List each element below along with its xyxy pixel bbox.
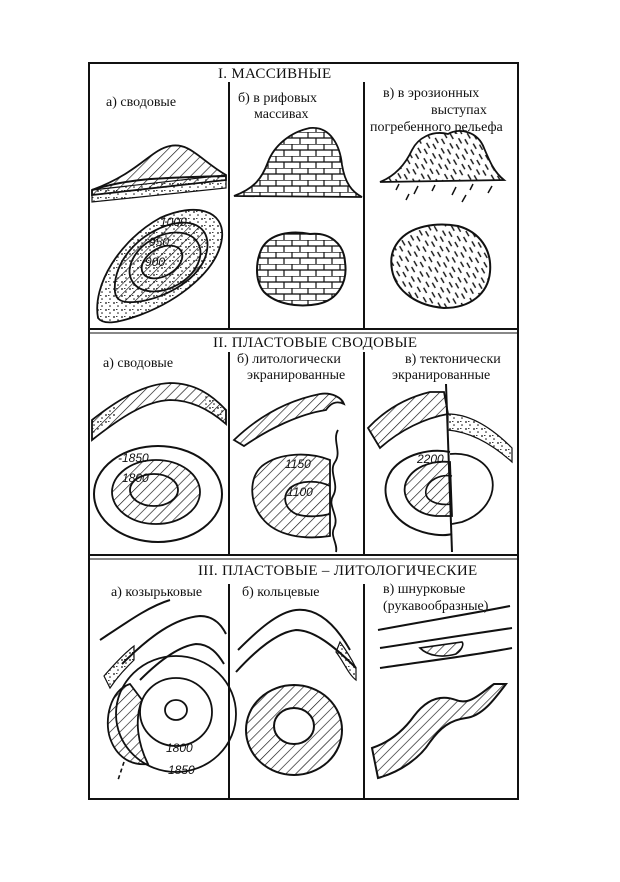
panel-1a-map: 1000 950 900 xyxy=(96,209,223,324)
section-3-title: III. ПЛАСТОВЫЕ – ЛИТОЛОГИЧЕСКИЕ xyxy=(198,563,478,579)
panel-2c-section xyxy=(366,383,513,553)
contour-label: 900 xyxy=(145,255,165,269)
panel-3c-map xyxy=(370,683,509,780)
panel-2b-section xyxy=(232,392,346,448)
panel-1b-label-line-2: массивах xyxy=(254,107,309,122)
section-2-title: II. ПЛАСТОВЫЕ СВОДОВЫЕ xyxy=(213,335,418,351)
panel-1c-label-line-2: выступах xyxy=(431,103,487,118)
contour-label: 1800 xyxy=(166,741,193,755)
panel-3c-label-line-2: (рукавообразные) xyxy=(383,599,489,614)
panel-2b-map: 1150 1100 xyxy=(251,429,339,553)
panel-2a-map: -1850 1800 xyxy=(93,445,223,543)
panel-1c-label-line-1: в) в эрозионных xyxy=(383,86,480,101)
panel-1c-label-line-3: погребенного рельефа xyxy=(370,120,503,135)
contour-label: 1800 xyxy=(122,471,149,485)
contour-label: 2200 xyxy=(416,452,444,466)
panel-1a-label: а) сводовые xyxy=(106,95,177,110)
contour-label: 1150 xyxy=(285,457,311,471)
panel-2c-map: 2200 xyxy=(384,449,494,537)
contour-label: 1100 xyxy=(287,485,313,499)
panel-1c-section xyxy=(379,130,507,203)
panel-1b-label-line-1: б) в рифовых xyxy=(238,91,317,106)
panel-3a-map: 1800 1850 xyxy=(106,655,237,781)
panel-3a-section xyxy=(99,599,227,690)
panel-2c-label-line-2: экранированные xyxy=(392,368,491,383)
contour-label: 1000 xyxy=(160,215,187,229)
panel-2a-section xyxy=(91,382,227,442)
contour-label: 1850 xyxy=(168,763,195,777)
panel-1b-map xyxy=(256,231,347,307)
panel-3c-section xyxy=(377,605,513,669)
panel-1b-section xyxy=(233,127,363,198)
panel-1c-map xyxy=(390,223,492,310)
panel-2c-label-line-1: в) тектонически xyxy=(405,352,501,367)
frame xyxy=(88,62,519,800)
panel-2b-label-line-1: б) литологически xyxy=(237,352,341,367)
panel-3b-label: б) кольцевые xyxy=(242,585,320,600)
panel-3b-map xyxy=(244,684,344,776)
panel-3a-label: а) козырьковые xyxy=(111,585,203,600)
section-1-title: I. МАССИВНЫЕ xyxy=(218,66,332,82)
contour-label: -1850 xyxy=(118,451,149,465)
panel-3b-section xyxy=(235,608,357,682)
panel-1a-section xyxy=(91,144,227,203)
panel-2b-label-line-2: экранированные xyxy=(247,368,346,383)
panel-2a-label: а) сводовые xyxy=(103,356,174,371)
panel-3c-label-line-1: в) шнурковые xyxy=(383,582,466,597)
contour-label: 950 xyxy=(149,235,169,249)
